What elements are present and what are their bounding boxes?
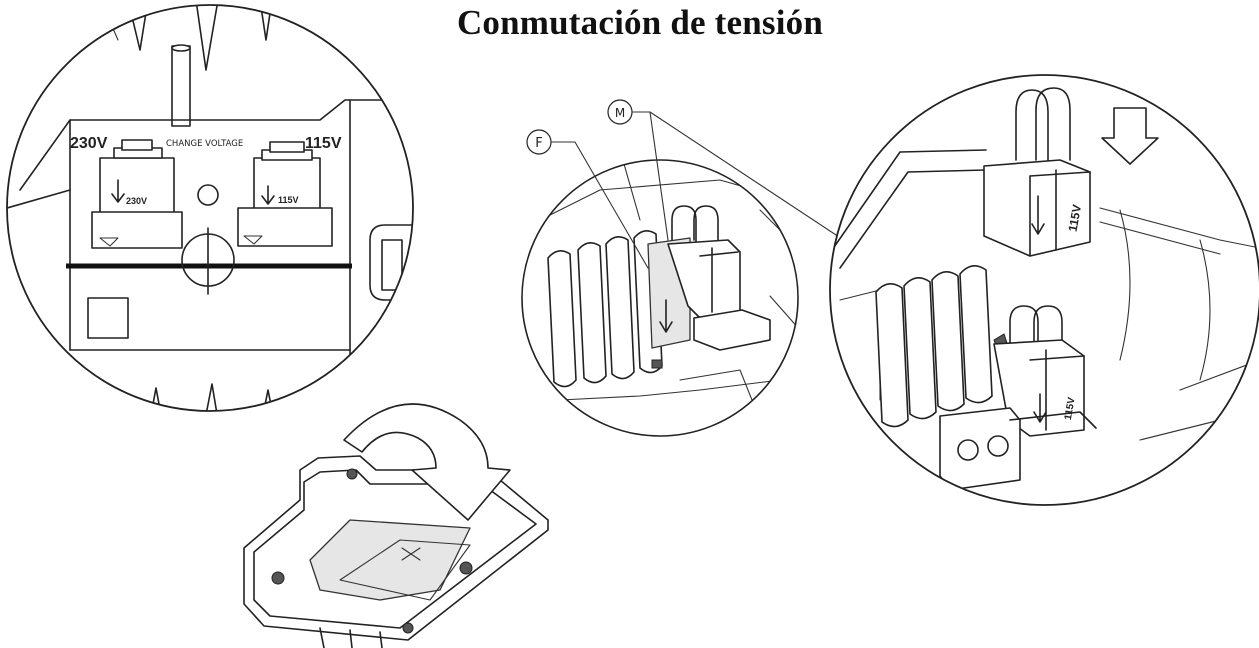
- square-mark: [87, 297, 129, 339]
- terminal-fins: [547, 230, 663, 388]
- terminal-block: [939, 407, 1097, 491]
- left-circle-outline: [6, 4, 414, 412]
- right-detail-circle: 115V: [829, 74, 1259, 506]
- jumper-connector-m: [667, 205, 771, 351]
- label-115v: 115V: [305, 135, 342, 152]
- svg-text:115V: 115V: [1063, 396, 1078, 421]
- label-change-voltage: CHANGE VOLTAGE: [166, 139, 243, 149]
- svg-text:115V: 115V: [1066, 203, 1085, 232]
- screw-crosshair: [181, 227, 235, 295]
- middle-circle-outline: [521, 159, 799, 437]
- right-circle-outline: [829, 74, 1259, 506]
- insert-arrow-icon: [1101, 107, 1159, 165]
- indicator-hole: [197, 184, 219, 206]
- label-230v: 230V: [70, 135, 108, 152]
- callout-f: F: [526, 129, 649, 269]
- connector-115v-label: 115V: [278, 195, 299, 205]
- cover-lid: [243, 455, 549, 648]
- middle-detail-circle: [521, 159, 799, 437]
- connector-230v: 230V: [91, 139, 183, 249]
- connector-115v: 115V: [237, 141, 333, 247]
- alignment-pin: [171, 44, 191, 127]
- jumper-115v-floating: 115V: [983, 87, 1091, 257]
- terminal-fins-right: [875, 265, 993, 428]
- left-detail-circle: 230V 115V: [6, 4, 414, 412]
- svg-text:M: M: [615, 106, 625, 120]
- diagram-title: Conmutación de tensión: [456, 3, 824, 42]
- connector-230v-label: 230V: [126, 196, 147, 206]
- place-cover-arrow-icon: [343, 403, 511, 521]
- svg-text:F: F: [535, 136, 542, 151]
